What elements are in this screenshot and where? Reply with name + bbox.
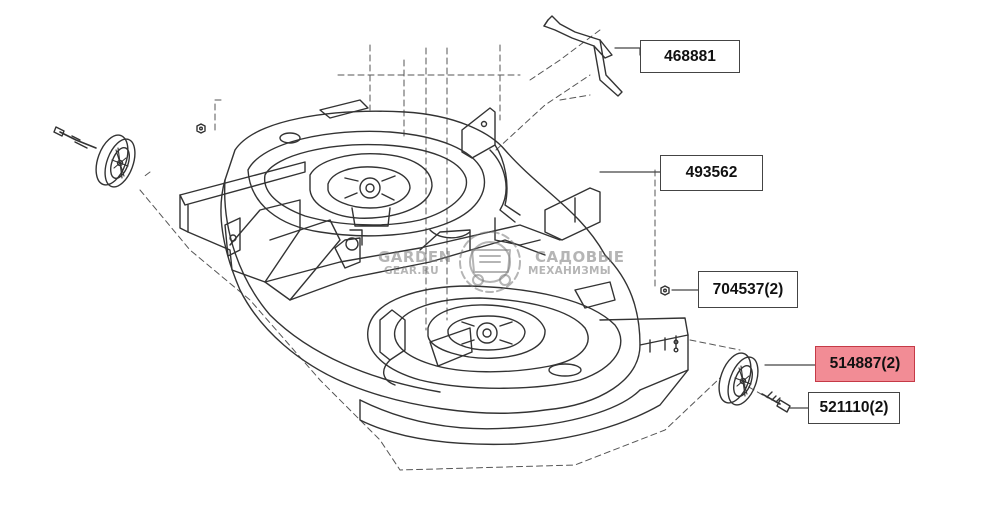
part-callout-521110[interactable]: 521110(2) [808,392,900,424]
part-number-label: 521110(2) [819,399,889,416]
part-callout-493562[interactable]: 493562 [660,155,763,191]
deck-wheel-left [53,126,136,188]
watermark-mekhanizmy: МЕХАНИЗМЫ [528,265,611,277]
part-callout-704537[interactable]: 704537(2) [698,271,798,308]
part-number-label: 704537(2) [712,280,784,298]
watermark-garden: GARDEN [378,248,452,266]
watermark-sadovye: САДОВЫЕ [535,248,625,266]
gear-logo [459,231,521,293]
watermark-gear-ru: GEAR.RU [384,265,439,277]
nut-icon [196,123,670,296]
deck-hanger-bracket [543,15,623,97]
leader-lines [599,47,816,409]
part-number-label: 514887(2) [829,355,901,372]
wheel-bolt-right [761,391,791,413]
mower-deck [179,99,689,446]
part-number-label: 468881 [664,47,716,65]
part-callout-514887[interactable]: 514887(2) [815,346,915,382]
deck-wheel-right [718,352,759,406]
part-number-label: 493562 [685,164,738,181]
part-callout-468881[interactable]: 468881 [640,40,740,73]
